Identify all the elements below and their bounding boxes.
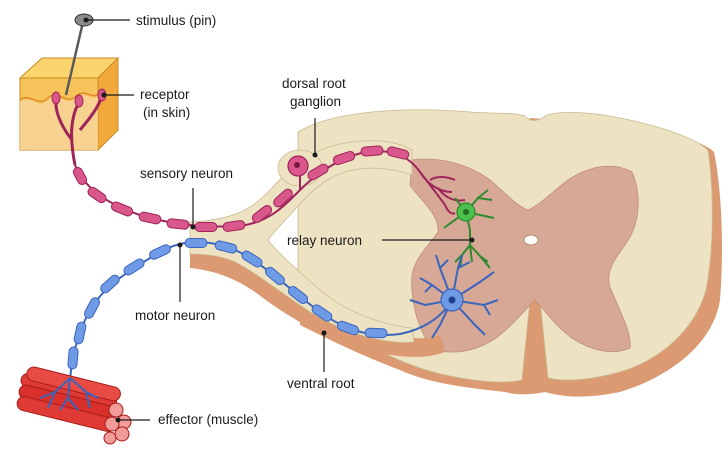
label-motor-neuron: motor neuron (135, 308, 215, 323)
relay-neuron (443, 189, 495, 269)
receptor-ending (51, 91, 61, 105)
label-relay-neuron: relay neuron (287, 233, 362, 248)
label-stimulus: stimulus (pin) (136, 13, 216, 28)
label-dorsal-root-ganglion: dorsal root (282, 76, 346, 91)
skin-dermis (20, 95, 98, 150)
skin-epidermis-wave (19, 92, 99, 103)
label-dorsal-root-ganglion-sub: ganglion (290, 94, 341, 109)
labels: stimulus (pin) receptor (in skin) dorsal… (135, 13, 362, 427)
central-canal (523, 234, 539, 246)
sensory-terminal (419, 171, 466, 215)
motor-dendrites (409, 254, 499, 339)
motor-myelin (67, 238, 388, 370)
receptor-ending (74, 94, 84, 108)
sensory-neuron (51, 88, 466, 232)
effector-muscle (16, 366, 132, 445)
muscle-ends (103, 402, 132, 445)
motor-end-plates (39, 377, 99, 411)
leader-lines (83, 17, 475, 423)
label-receptor-sub: (in skin) (143, 105, 190, 120)
label-receptor: receptor (140, 87, 190, 102)
sensory-myelin (72, 145, 410, 232)
spinal-cord (297, 109, 722, 397)
label-ventral-root: ventral root (287, 376, 355, 391)
label-effector: effector (muscle) (158, 412, 258, 427)
label-sensory-neuron: sensory neuron (140, 166, 233, 181)
motor-neuron (67, 238, 499, 381)
